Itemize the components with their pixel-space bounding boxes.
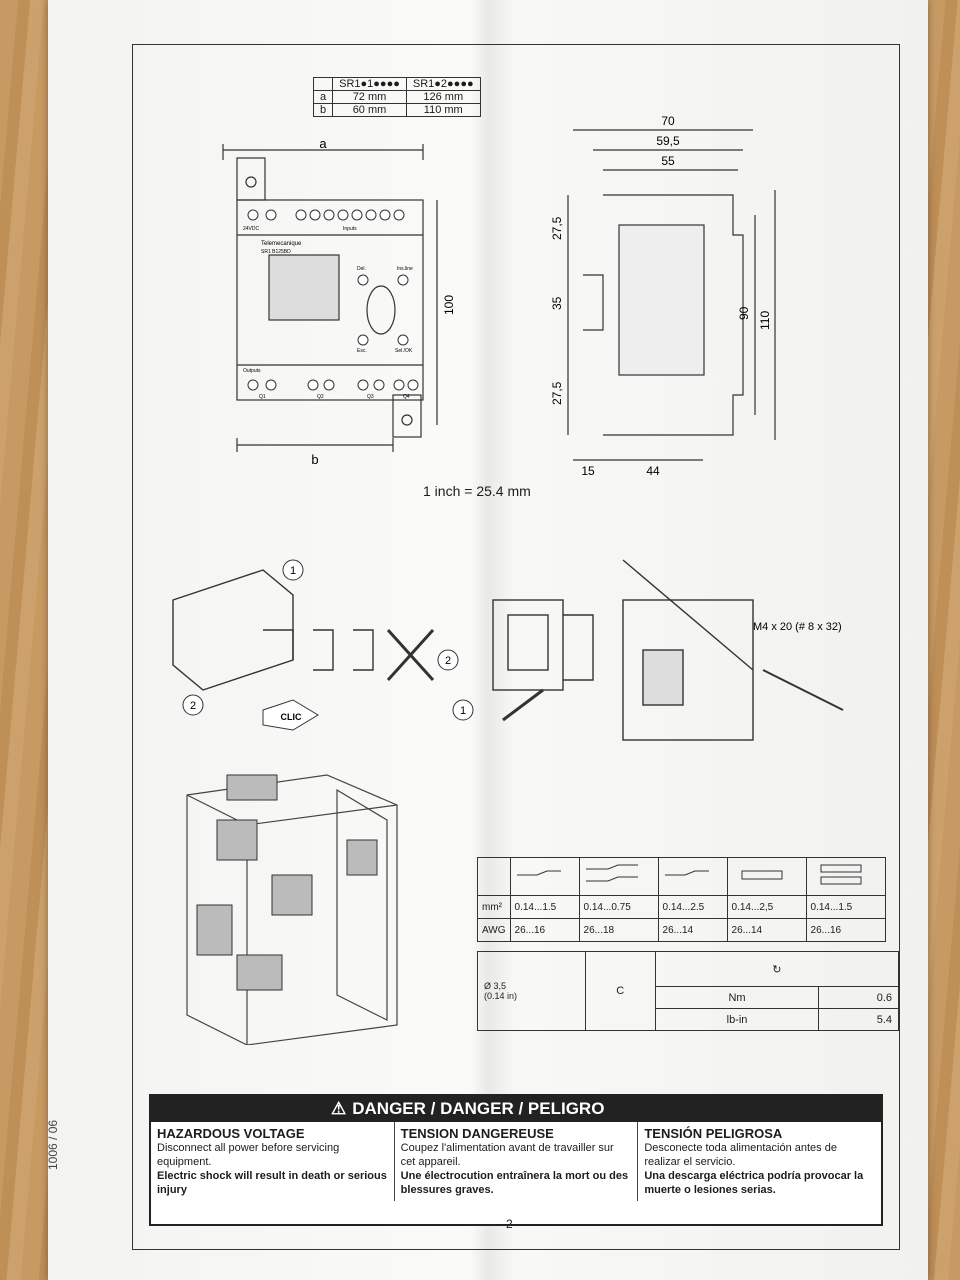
model-label: SR1 B125BD xyxy=(261,249,291,255)
terminal-q2: Q2 xyxy=(317,394,324,400)
front-view-drawing: a b 100 Telemecanique SR1 B125BD 24VDC I… xyxy=(222,140,456,467)
torque-icon-cell: ↻ xyxy=(654,951,900,987)
key-insline: Ins.line xyxy=(397,266,413,272)
wire-icon-4 xyxy=(726,857,807,896)
terminal-q1: Q1 xyxy=(259,394,266,400)
step-2-middle: 2 xyxy=(445,655,451,667)
key-selok: Sel./OK xyxy=(395,348,413,354)
side-dim-90: 90 xyxy=(737,306,751,320)
wire-row-label: AWG xyxy=(477,918,511,942)
danger-warning-box: ⚠ DANGER / DANGER / PELIGRO HAZARDOUS VO… xyxy=(149,1094,883,1226)
step-2-left: 2 xyxy=(190,700,196,712)
side-dim-59-5: 59,5 xyxy=(656,134,680,148)
step-1-middle: 1 xyxy=(460,705,466,717)
warning-icon: ⚠ xyxy=(331,1099,347,1118)
side-dim-27-5-bottom: 27,5 xyxy=(550,381,564,405)
enclosure-drawing xyxy=(186,774,398,1045)
torque-table: Ø 3,5 (0.14 in) C ↻ Nm 0.6 lb-in 5.4 xyxy=(477,951,900,1031)
danger-column-fr: TENSION DANGEREUSE Coupez l'alimentation… xyxy=(395,1122,639,1202)
wire-icon-2 xyxy=(578,857,659,896)
screwdriver-spec: Ø 3,5 (0.14 in) xyxy=(477,951,586,1031)
outputs-label: Outputs xyxy=(243,368,261,374)
danger-column-es: TENSIÓN PELIGROSA Desconecte toda alimen… xyxy=(644,1126,864,1196)
key-esc: Esc. xyxy=(357,348,367,354)
mounting-diagrams: 1 2 CLIC 1 2 M4 x 20 (# 8 x 32) xyxy=(172,559,844,741)
side-dim-110: 110 xyxy=(758,311,772,330)
terminal-q4: Q4 xyxy=(403,394,410,400)
side-dim-15: 15 xyxy=(581,464,595,475)
clic-label: CLIC xyxy=(281,712,302,722)
side-dim-70: 70 xyxy=(661,114,675,128)
side-view-drawing: 70 59,5 55 27,5 35 27,5 90 110 15 44 xyxy=(550,114,776,475)
supply-label: 24VDC xyxy=(243,226,260,232)
wire-row-label: mm² xyxy=(477,895,511,919)
screw-spec-label: M4 x 20 (# 8 x 32) xyxy=(753,621,842,633)
side-dim-44: 44 xyxy=(646,464,660,475)
tighten-icon: ↻ xyxy=(772,963,782,976)
wire-icon-1 xyxy=(509,857,580,896)
danger-column-en: HAZARDOUS VOLTAGE Disconnect all power b… xyxy=(151,1122,395,1202)
side-dim-55: 55 xyxy=(661,154,675,168)
inputs-label: Inputs xyxy=(343,226,357,232)
c-label: C xyxy=(584,951,656,1031)
terminal-q3: Q3 xyxy=(367,394,374,400)
side-dim-27-5-top: 27,5 xyxy=(550,216,564,240)
dim-b-label: b xyxy=(311,452,318,467)
wire-icon-3 xyxy=(657,857,728,896)
step-1-left: 1 xyxy=(290,565,296,577)
brand-label: Telemecanique xyxy=(261,241,302,247)
side-code: 1006 / 06 xyxy=(46,1119,60,1170)
wire-icon-5 xyxy=(805,857,886,896)
dim-height-label: 100 xyxy=(442,295,456,315)
dim-a-label: a xyxy=(319,140,327,151)
page-number: 2 xyxy=(506,1217,513,1231)
danger-title: DANGER / DANGER / PELIGRO xyxy=(352,1099,605,1118)
danger-title-bar: ⚠ DANGER / DANGER / PELIGRO xyxy=(151,1096,881,1122)
conversion-note: 1 inch = 25.4 mm xyxy=(423,483,531,499)
key-del: Del. xyxy=(357,266,366,272)
side-dim-35: 35 xyxy=(550,296,564,310)
